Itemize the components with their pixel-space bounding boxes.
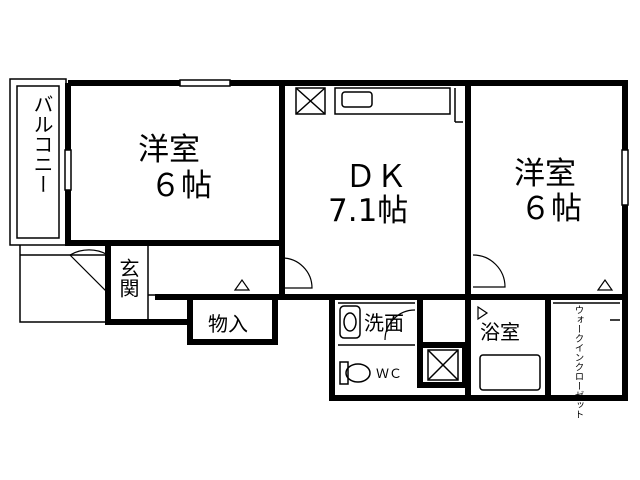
bathroom-label: 浴室 xyxy=(480,320,520,344)
walls xyxy=(65,80,628,401)
closet-markers xyxy=(233,278,614,321)
entrance-porch xyxy=(19,245,108,323)
kitchen-counter xyxy=(295,87,451,115)
washbasin xyxy=(339,305,361,339)
toilet xyxy=(339,361,371,385)
balcony-label: バルコニー xyxy=(30,94,54,194)
dk-size: 7.1帖 xyxy=(328,193,408,229)
western-room-left-size: ６帖 xyxy=(150,168,212,204)
duct-mark xyxy=(427,349,459,381)
thin-walls xyxy=(147,88,620,346)
storage-label: 物入 xyxy=(208,312,248,336)
western-room-right-size: ６帖 xyxy=(520,191,582,227)
dk-name: ＤＫ xyxy=(345,159,407,195)
door-swings xyxy=(69,249,506,341)
bathtub xyxy=(479,354,541,391)
washroom-label: 洗面 xyxy=(364,311,404,335)
walk-in-closet-label: ウォークインクローゼット xyxy=(573,305,585,419)
wc-label: ＷＣ xyxy=(376,367,402,382)
entrance-label: 玄関 xyxy=(116,258,140,298)
western-room-left-name: 洋室 xyxy=(138,132,200,168)
windows xyxy=(64,79,629,206)
western-room-right-name: 洋室 xyxy=(514,156,576,192)
